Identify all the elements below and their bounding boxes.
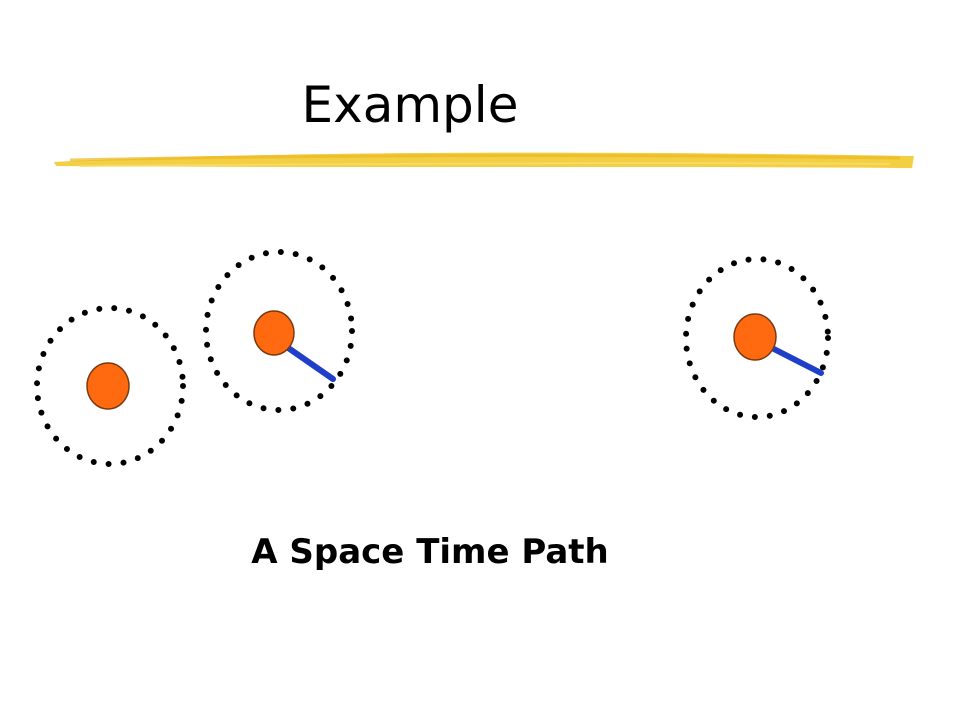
- node-2: [253, 310, 295, 356]
- title-highlight-rule: [54, 152, 914, 168]
- dotted-ring-2: [203, 249, 355, 413]
- prism-group-3: [683, 256, 831, 420]
- dotted-ring-1: [34, 305, 186, 467]
- slide-title: Example: [301, 76, 519, 134]
- direction-line-3: [767, 344, 824, 376]
- prism-group-1: [34, 305, 186, 467]
- node-1: [86, 362, 130, 410]
- prism-group-2: [203, 249, 355, 413]
- diagram-caption: A Space Time Path: [251, 532, 609, 572]
- node-3: [733, 313, 777, 361]
- direction-line-2: [281, 342, 336, 382]
- dotted-ring-3: [683, 256, 831, 420]
